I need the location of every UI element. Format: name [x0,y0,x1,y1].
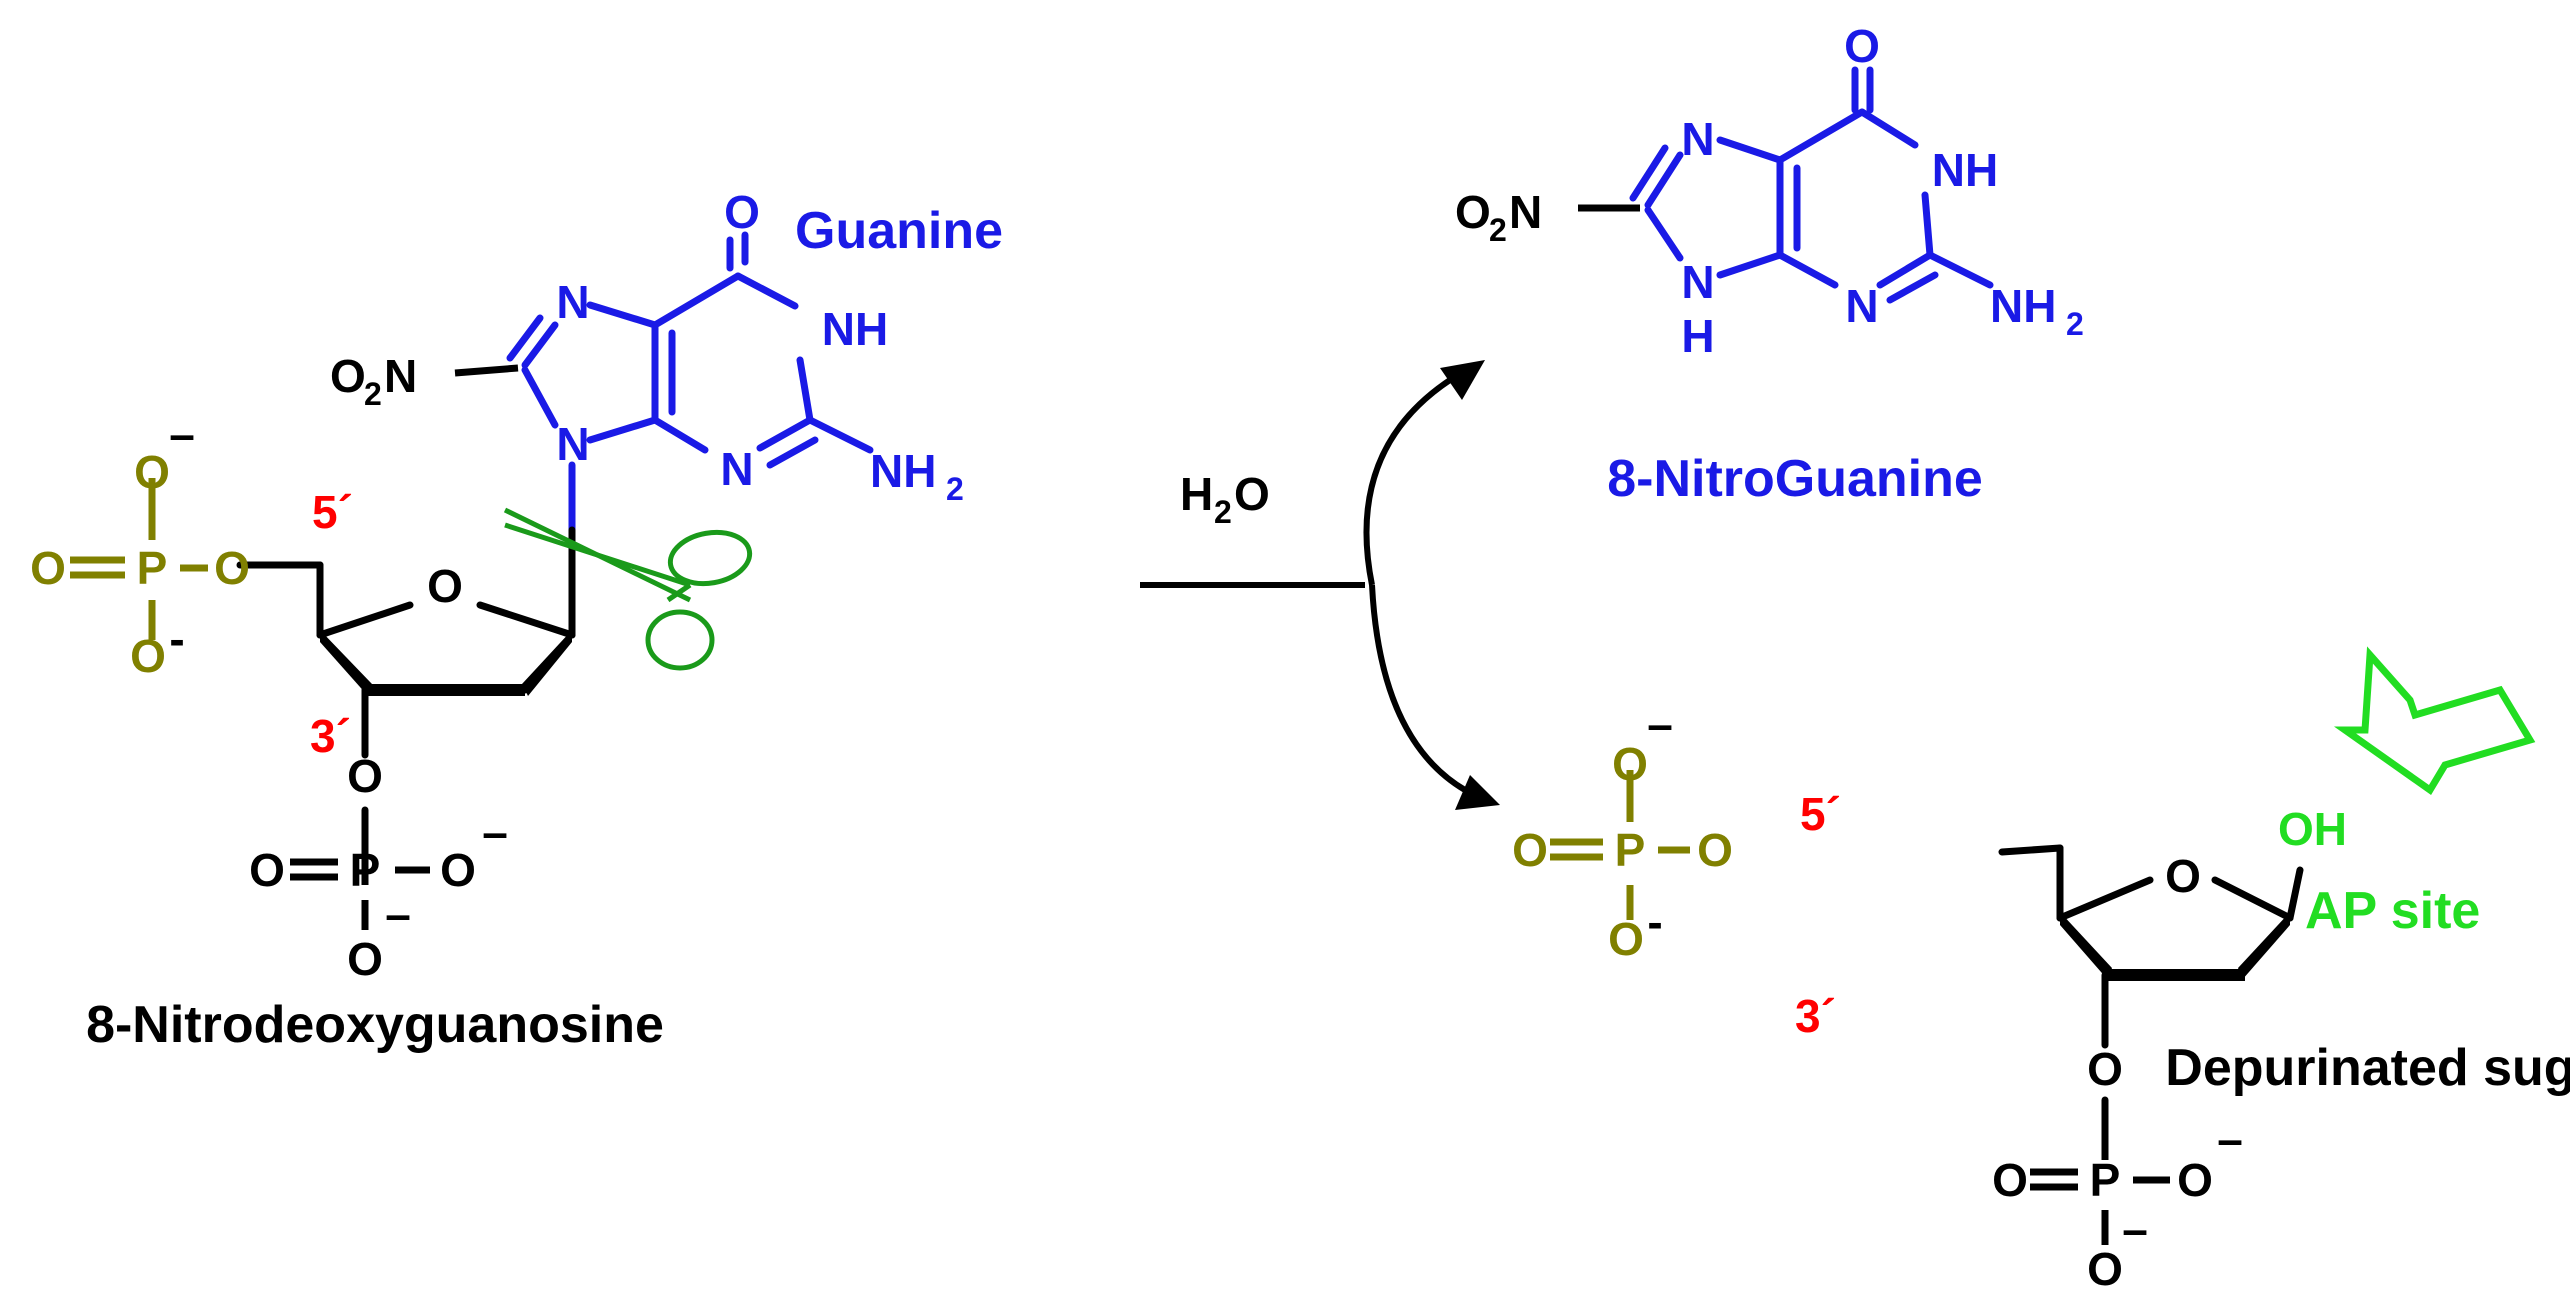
phosphate-3-bonds [2030,1135,2170,1245]
depurinated-sugar-label: Depurinated sugar [2165,1039,2570,1097]
charge-minus: – [2122,1203,2148,1255]
prime-3-label: 3´ [1795,990,1836,1042]
atom-n: N [556,418,589,470]
prime-5-label: 5´ [312,486,353,538]
nitro-bond [454,364,519,377]
atom-o: O [724,186,760,238]
atom-o: O [214,542,250,594]
atom-o: O [1608,913,1644,965]
atom-n: N [556,276,589,328]
reaction-arrow-icon: H 2 O [1140,360,1500,810]
charge-minus: – [2217,1113,2243,1165]
atom-ring-o: O [2165,850,2201,902]
scissors-icon [503,507,753,671]
atom-o: O [1697,824,1733,876]
svg-text:2: 2 [946,471,964,507]
atom-o: O [130,630,166,682]
svg-text:O: O [330,350,366,402]
nitrodeoxyguanosine-molecule: O NH N N N NH 2 O 2 N O O O – P O O O - … [30,186,1003,1054]
atom-p: P [2090,1154,2121,1206]
svg-text:O: O [1234,468,1270,520]
svg-text:2: 2 [1214,494,1232,530]
reagent-h2o: H 2 O [1180,468,1270,530]
svg-text:NH: NH [1990,280,2056,332]
atom-o: O [134,446,170,498]
atom-p: P [1615,824,1646,876]
charge-minus: – [482,806,508,858]
amine-group: NH 2 [870,445,964,507]
charge-minus: – [169,408,195,460]
svg-text:H: H [1180,468,1213,520]
atom-o: O [2087,1243,2123,1295]
guanine-label: Guanine [795,202,1003,260]
atom-o: O [1844,20,1880,72]
amine-group: NH 2 [1990,280,2084,342]
nitroguanine-molecule: O NH N N H N NH 2 O 2 N 8-NitroGuanine [1455,20,2084,508]
atom-o: O [1992,1154,2028,1206]
charge-minus: – [385,888,411,940]
nitrodeoxyguanosine-label: 8-Nitrodeoxyguanosine [86,996,664,1054]
prime-3-label: 3´ [310,710,351,762]
svg-text:NH: NH [870,445,936,497]
nitro-group: O 2 N [1455,186,1542,248]
atom-p: P [350,844,381,896]
atom-o: O [1612,738,1648,790]
wedge-bond [2238,912,2290,980]
atom-n: N [720,443,753,495]
atom-o: O [347,933,383,985]
atom-o: O [440,844,476,896]
svg-text:N: N [384,350,417,402]
atom-p: P [137,542,168,594]
phosphate-5-bonds [70,478,208,640]
atom-n: N [1845,280,1878,332]
nitro-group: O 2 N [330,350,417,412]
atom-h: H [1681,310,1714,362]
depurinated-sugar-molecule: O – O P O O - O O O P O – – O 5´ 3´ OH A… [1512,698,2570,1295]
svg-text:N: N [1509,186,1542,238]
phosphate-3-bonds [290,840,430,930]
hollow-arrow-icon [2333,646,2536,796]
svg-text:2: 2 [1489,212,1507,248]
nitroguanine-bonds [1629,66,1994,304]
charge-minus: - [1647,896,1662,948]
oh-label: OH [2278,803,2347,855]
sugar-ring-bonds [1998,844,2304,1139]
atom-o: O [30,542,66,594]
atom-ring-o: O [427,560,463,612]
nitroguanine-label: 8-NitroGuanine [1607,450,1983,508]
atom-nh: NH [1932,144,1998,196]
atom-n: N [1681,256,1714,308]
ap-site-label: AP site [2305,882,2480,940]
guanine-base-bonds [506,231,874,534]
atom-n: N [1681,113,1714,165]
atom-nh: NH [822,303,888,355]
svg-text:2: 2 [364,376,382,412]
wedge-bond [320,630,372,696]
wedge-bond [522,630,572,696]
svg-text:O: O [1455,186,1491,238]
atom-o: O [1512,824,1548,876]
phosphate-5-bonds [1550,770,1690,920]
charge-minus: – [1647,698,1673,750]
wedge-bond [2060,912,2112,980]
atom-o: O [347,750,383,802]
svg-text:2: 2 [2066,306,2084,342]
atom-o: O [2177,1154,2213,1206]
atom-o: O [2087,1043,2123,1095]
prime-5-label: 5´ [1800,788,1841,840]
charge-minus: - [169,613,184,665]
atom-o: O [249,844,285,896]
